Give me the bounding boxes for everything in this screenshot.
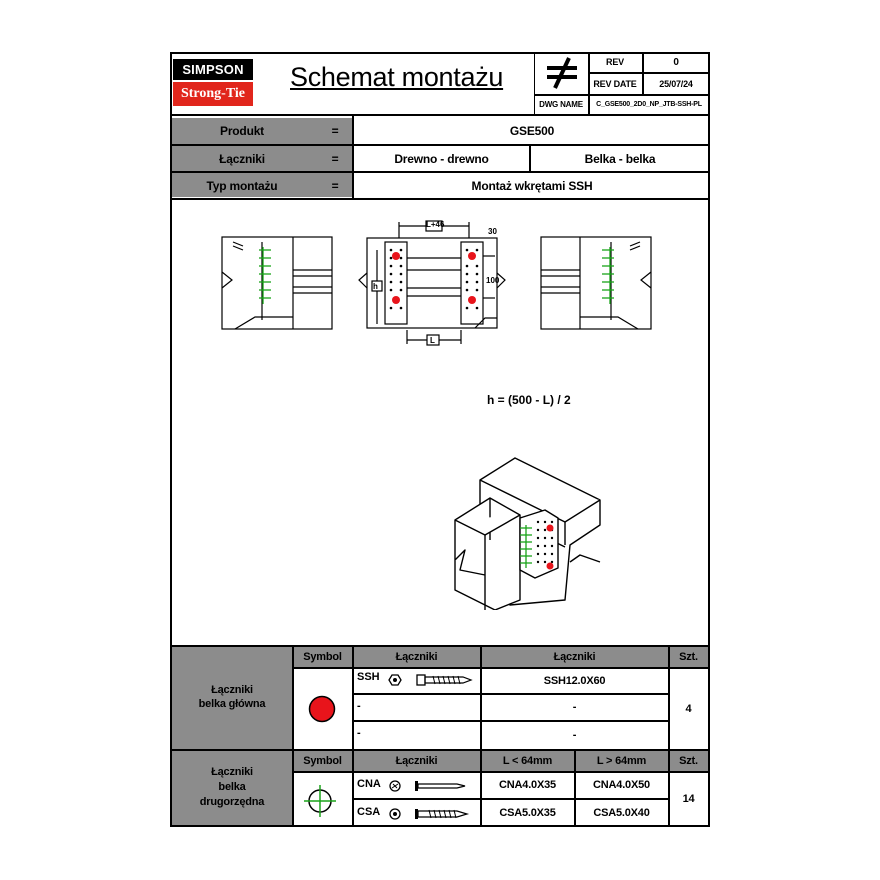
cna-short: CNA4.0X35	[499, 779, 556, 791]
mount-type-value: Montaż wkrętami SSH	[471, 178, 593, 193]
cna-name: CNA	[357, 778, 381, 790]
table2-section-cell	[172, 751, 292, 825]
mount-type-label: Typ montażu	[206, 178, 278, 193]
dwg-name-value: C_GSE500_2D0_NP_JTB-SSH-PL	[596, 101, 702, 108]
equals-sign: =	[331, 178, 339, 193]
ssh-value: SSH12.0X60	[543, 674, 606, 687]
logo-simpson: SIMPSON	[173, 59, 253, 80]
equals-sign: =	[331, 124, 339, 138]
rev-value: 0	[673, 56, 679, 68]
rev-date-label: REV DATE	[593, 78, 637, 89]
product-value: GSE500	[509, 124, 555, 138]
isometric-view	[454, 457, 601, 610]
table1-section-label: Łączniki	[211, 684, 253, 696]
rev-date-value: 25/07/24	[659, 78, 693, 89]
table2-section-label: Łączniki	[211, 765, 253, 778]
csa-name: CSA	[357, 806, 381, 818]
dim-100: 100	[486, 276, 500, 285]
table1-row3-value: -	[572, 729, 577, 741]
drawing-sheet	[170, 52, 710, 827]
dim-l-plus-46: L+46	[426, 220, 445, 229]
table1-header-bg	[292, 647, 353, 667]
equals-sign: =	[331, 151, 339, 166]
info-label-column	[172, 118, 352, 197]
title-block	[534, 52, 710, 114]
fasteners-label: Łączniki	[219, 151, 265, 166]
cna-long: CNA4.0X50	[593, 779, 650, 791]
ssh-name: SSH	[357, 671, 380, 683]
table1-header-bg	[353, 647, 708, 667]
red-circle-icon	[308, 695, 336, 723]
table1-qty: 4	[685, 702, 692, 715]
table1-col-fasteners-2: Łączniki	[553, 651, 596, 663]
dim-l: L	[430, 336, 435, 345]
table2-col-qty: Szt.	[679, 755, 698, 767]
front-view	[358, 220, 506, 346]
product-label: Produkt	[220, 124, 264, 138]
table1-section-cell	[172, 647, 292, 749]
csa-short: CSA5.0X35	[499, 806, 556, 819]
table2-header-bg	[292, 751, 708, 771]
dim-h: h	[373, 282, 378, 291]
table2-col-short: L < 64mm	[502, 755, 553, 767]
table1-section-label-2: belka główna	[198, 698, 266, 710]
fasteners-value-wood: Drewno - drewno	[394, 151, 489, 166]
table2-col-symbol: Symbol	[303, 755, 342, 767]
green-crosshair-icon	[304, 785, 336, 817]
table2-section-label-2: belka	[218, 780, 246, 793]
cna-nail-icon	[389, 780, 466, 792]
table1-row3-name: -	[357, 727, 361, 739]
csa-long: CSA5.0X40	[593, 806, 650, 819]
not-equal-icon	[545, 56, 579, 90]
rev-label: REV	[606, 57, 624, 67]
right-side-view	[540, 236, 652, 330]
height-formula: h = (500 - L) / 2	[487, 393, 571, 407]
dwg-name-label: DWG NAME	[539, 100, 583, 109]
table1-row2-value: -	[572, 701, 577, 713]
table2-col-long: L > 64mm	[596, 755, 647, 767]
logo-strong-tie: Strong-Tie	[173, 82, 253, 106]
fasteners-value-beam: Belka - belka	[584, 151, 656, 166]
table1-row2-name: -	[357, 700, 361, 712]
table1-col-qty: Szt.	[679, 651, 698, 663]
table1-col-fasteners: Łączniki	[395, 651, 438, 663]
left-side-view	[221, 236, 333, 330]
ssh-screw-icon	[388, 674, 473, 686]
table2-col-fasteners: Łączniki	[395, 755, 438, 767]
csa-screw-icon	[389, 808, 470, 820]
table2-qty: 14	[682, 793, 695, 805]
dim-30: 30	[488, 227, 497, 236]
page-title: Schemat montażu	[290, 62, 504, 92]
table2-section-label-3: drugorzędna	[199, 795, 265, 808]
table1-col-symbol: Symbol	[303, 651, 342, 663]
